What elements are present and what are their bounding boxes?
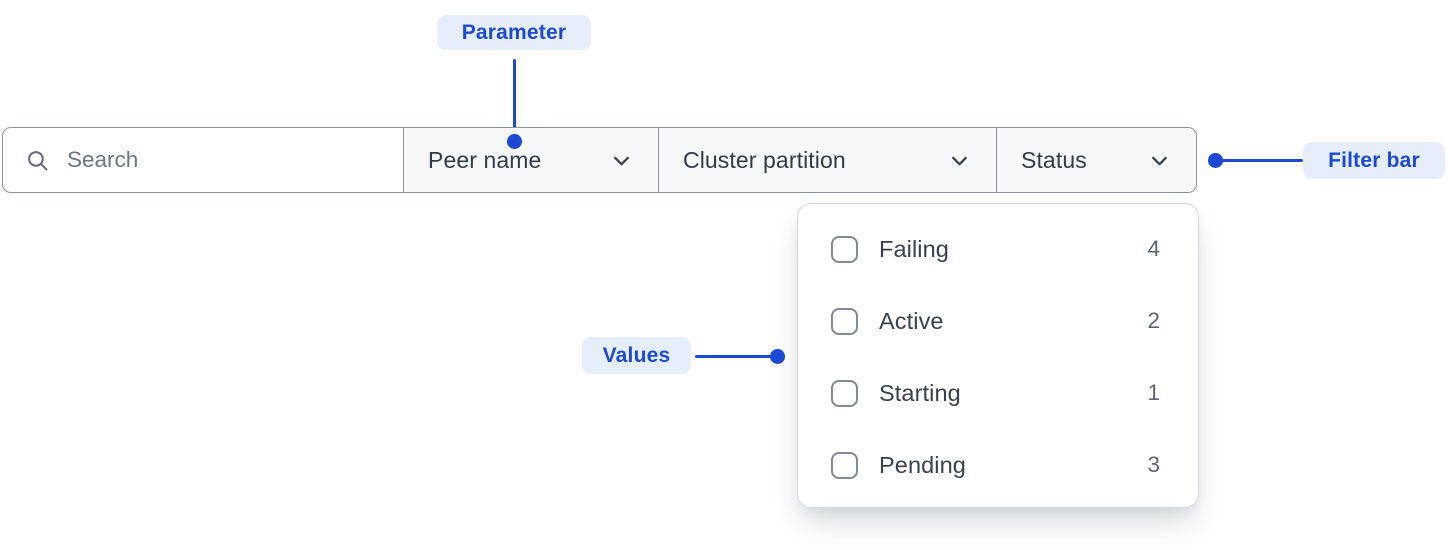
menu-option-failing[interactable]: Failing 4 bbox=[798, 213, 1198, 285]
menu-option-count: 3 bbox=[1147, 452, 1160, 477]
menu-option-starting[interactable]: Starting 1 bbox=[798, 357, 1198, 429]
peer-name-filter-label: Peer name bbox=[428, 146, 542, 173]
values-annotation-badge: Values bbox=[582, 337, 691, 374]
checkbox[interactable] bbox=[831, 307, 858, 335]
menu-option-pending[interactable]: Pending 3 bbox=[798, 429, 1198, 501]
menu-option-count: 2 bbox=[1147, 308, 1160, 333]
parameter-connector-line bbox=[512, 59, 516, 141]
filter-bar-annotation-badge: Filter bar bbox=[1303, 142, 1445, 179]
peer-name-filter-dropdown[interactable]: Peer name bbox=[403, 128, 658, 192]
menu-option-count: 1 bbox=[1147, 380, 1160, 405]
values-connector-line bbox=[695, 354, 771, 358]
checkbox[interactable] bbox=[831, 451, 858, 479]
checkbox[interactable] bbox=[831, 379, 858, 407]
status-filter-dropdown[interactable]: Status bbox=[996, 128, 1196, 192]
status-filter-label: Status bbox=[1021, 146, 1087, 173]
chevron-down-icon bbox=[947, 148, 972, 173]
search-icon bbox=[25, 148, 50, 173]
parameter-connector-dot bbox=[506, 133, 522, 149]
filter-bar-connector-dot bbox=[1208, 152, 1223, 168]
status-values-menu: Failing 4 Active 2 Starting 1 Pending 3 bbox=[797, 203, 1199, 508]
menu-option-label: Failing bbox=[879, 235, 949, 262]
filter-bar: Peer name Cluster partition Status bbox=[2, 127, 1197, 193]
filter-bar-connector-line bbox=[1221, 158, 1303, 162]
menu-option-label: Active bbox=[879, 307, 944, 334]
search-input[interactable] bbox=[67, 147, 387, 173]
search-field[interactable] bbox=[3, 128, 403, 192]
menu-option-count: 4 bbox=[1147, 236, 1160, 261]
chevron-down-icon bbox=[1147, 148, 1172, 173]
checkbox[interactable] bbox=[831, 235, 858, 263]
menu-option-active[interactable]: Active 2 bbox=[798, 285, 1198, 357]
parameter-annotation-badge: Parameter bbox=[437, 15, 591, 50]
cluster-partition-filter-label: Cluster partition bbox=[683, 146, 846, 173]
values-connector-dot bbox=[770, 349, 785, 364]
menu-option-label: Starting bbox=[879, 379, 961, 406]
cluster-partition-filter-dropdown[interactable]: Cluster partition bbox=[658, 128, 996, 192]
chevron-down-icon bbox=[609, 148, 634, 173]
menu-option-label: Pending bbox=[879, 451, 966, 478]
